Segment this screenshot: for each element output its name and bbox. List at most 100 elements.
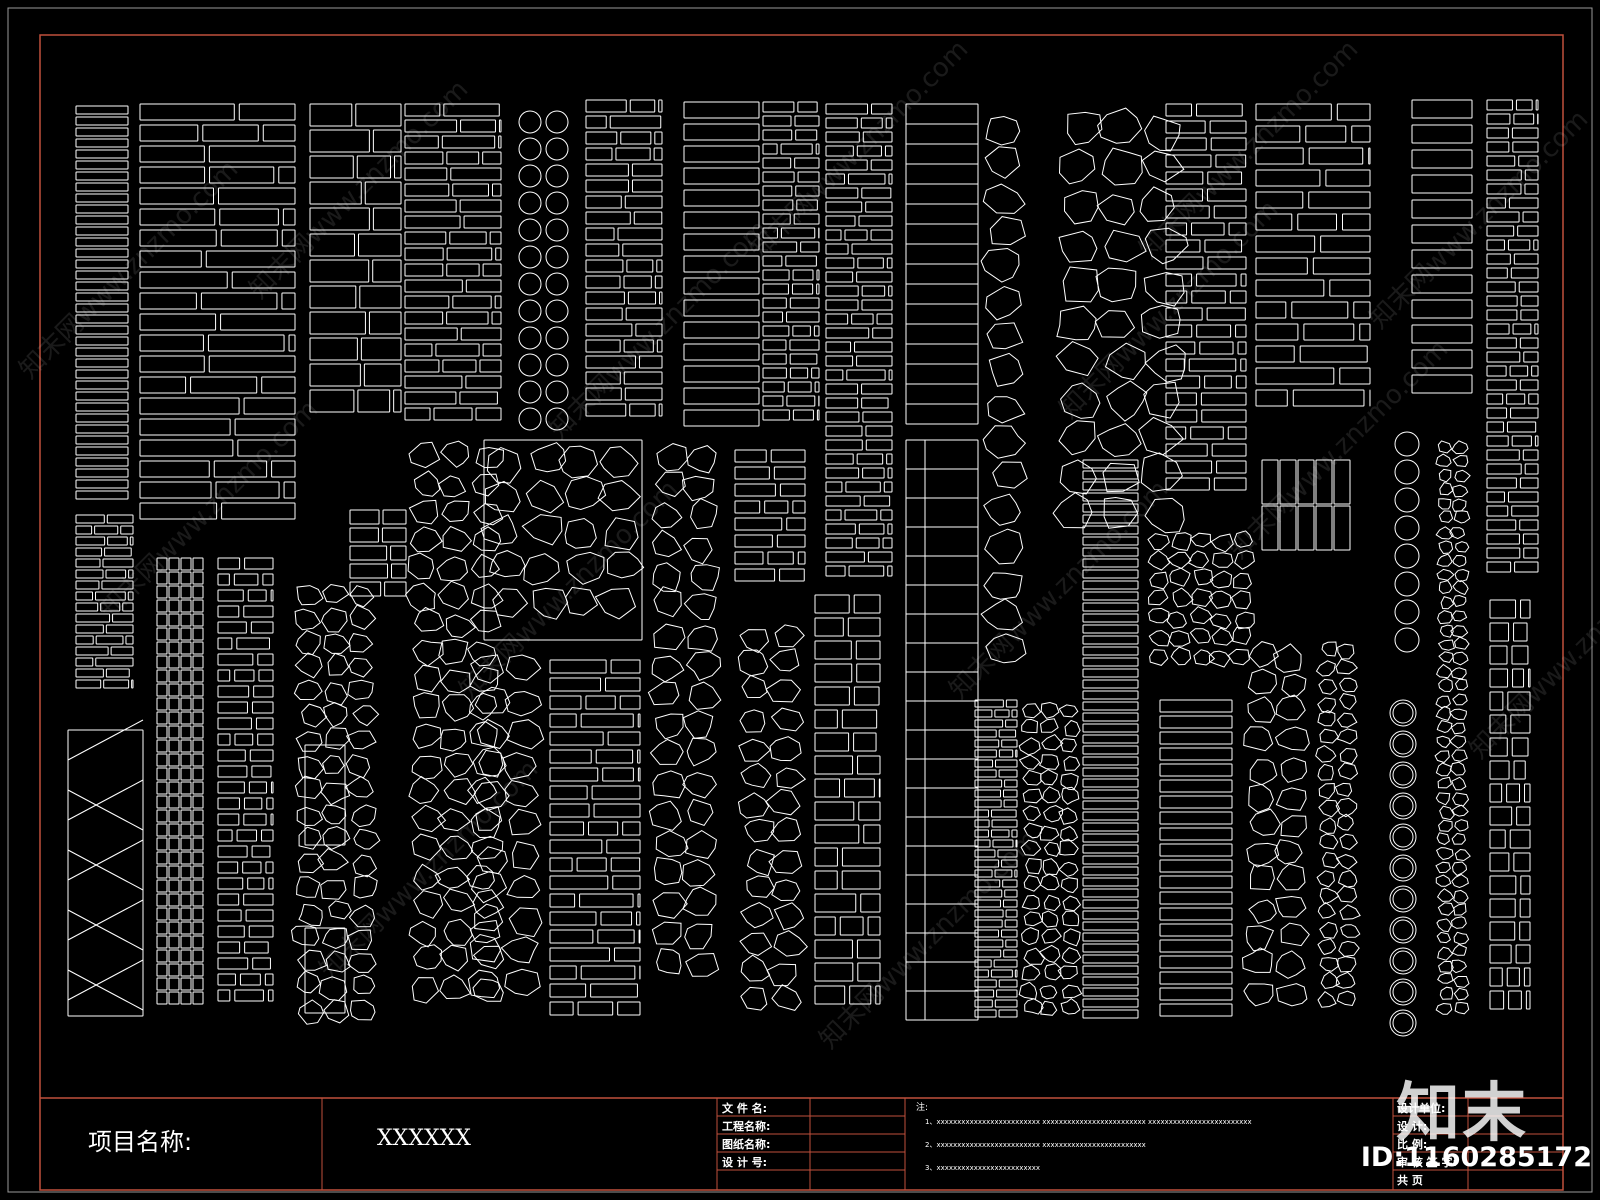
cobble-stone	[604, 517, 639, 551]
long-brick	[617, 227, 663, 241]
rough-brick	[1206, 188, 1247, 202]
square-grid-tile	[168, 725, 180, 739]
square-grid-tile	[192, 767, 204, 781]
rough-brick	[139, 145, 205, 163]
thin-brick	[1524, 463, 1539, 475]
right-field-scale: 比 例:	[1397, 1137, 1427, 1151]
thin-brick	[1004, 919, 1018, 928]
thin-brick	[825, 313, 849, 325]
pebble	[1453, 976, 1470, 988]
pebble	[1339, 747, 1358, 765]
plank-tile	[683, 299, 760, 317]
small-brick	[249, 749, 274, 762]
pebble	[1336, 728, 1358, 745]
cobble-stone	[565, 586, 599, 616]
thin-brick	[1011, 829, 1018, 838]
square-grid-tile	[180, 599, 192, 613]
rough-brick	[814, 755, 854, 775]
watermark-text: 知末网www.znzmo.com	[1224, 334, 1455, 565]
pebble	[1452, 792, 1470, 807]
cobble-stone	[566, 551, 605, 585]
thin-brick	[1524, 169, 1539, 181]
small-brick	[217, 669, 231, 682]
small-brick	[129, 536, 134, 546]
irregular-stone	[413, 470, 441, 497]
brick-course	[1520, 599, 1531, 619]
thin-brick	[998, 979, 1018, 988]
pebble	[1452, 498, 1467, 512]
irregular-stone	[320, 880, 347, 900]
thin-brick	[882, 537, 893, 549]
rough-strip-block	[1082, 987, 1139, 997]
rough-brick	[1303, 323, 1355, 341]
pebble	[1189, 532, 1212, 548]
rough-brick	[878, 778, 881, 798]
pebble	[1318, 678, 1338, 695]
long-brick	[620, 131, 652, 145]
square-grid-tile	[180, 865, 192, 879]
square-grid-tile	[168, 585, 180, 599]
split-brick	[404, 343, 433, 357]
irregular-stone	[685, 830, 717, 859]
rough-brick	[1165, 290, 1188, 304]
rough-brick	[814, 732, 850, 752]
long-brick	[585, 243, 620, 257]
plank-tile	[1159, 715, 1233, 729]
pebble	[1147, 549, 1171, 571]
flagstone	[1280, 922, 1310, 947]
pebble	[1149, 571, 1169, 590]
brick-course	[767, 551, 794, 565]
field-project-name: 工程名称:	[722, 1119, 770, 1133]
irregular-stone	[508, 808, 542, 836]
round-paver	[545, 380, 569, 404]
irregular-stone	[347, 679, 374, 700]
brick-course	[1524, 783, 1531, 803]
rough-strip-block	[1082, 943, 1139, 953]
rough-brick	[1312, 257, 1371, 275]
rough-brick	[139, 439, 234, 457]
cobble-stone	[564, 517, 597, 549]
pebble	[1438, 651, 1454, 663]
rough-strip-block	[1082, 954, 1139, 964]
flagstone	[1247, 668, 1278, 695]
long-brick	[585, 371, 621, 385]
rough-strip-block	[75, 325, 129, 335]
small-brick	[261, 829, 274, 842]
pebble	[1439, 986, 1454, 1000]
pebble	[1187, 550, 1210, 569]
thin-brick	[861, 299, 893, 311]
small-brick	[244, 941, 269, 954]
rough-brick	[1240, 358, 1247, 372]
square-grid-tile	[168, 641, 180, 655]
small-brick	[549, 929, 594, 944]
thin-brick	[998, 1009, 1018, 1018]
thin-brick	[856, 271, 893, 283]
flagstone	[770, 707, 805, 732]
irregular-stone	[470, 553, 500, 578]
irregular-stone	[411, 804, 447, 833]
plank-tile	[683, 387, 760, 405]
square-grid-tile	[168, 809, 180, 823]
square-grid-tile	[168, 753, 180, 767]
flagstone	[1243, 983, 1274, 1007]
square-grid-tile	[168, 795, 180, 809]
square-grid-tile	[168, 627, 180, 641]
ring-paver	[1392, 981, 1414, 1003]
rough-strip-block	[75, 226, 129, 236]
square-grid-tile	[180, 767, 192, 781]
square-grid-tile	[156, 683, 168, 697]
flagstone	[740, 762, 772, 789]
long-brick	[659, 291, 663, 305]
tapered-block	[1411, 249, 1473, 269]
square-grid-tile	[180, 585, 192, 599]
rough-brick	[1165, 358, 1185, 372]
plank-tile	[1159, 859, 1233, 873]
thin-brick	[860, 117, 883, 129]
pebble	[1335, 797, 1358, 818]
pebble	[1451, 749, 1468, 762]
rough-brick	[855, 640, 881, 660]
thin-brick	[1486, 309, 1518, 321]
rough-brick	[1207, 171, 1243, 185]
pebble	[1336, 956, 1357, 973]
small-brick	[105, 624, 134, 634]
